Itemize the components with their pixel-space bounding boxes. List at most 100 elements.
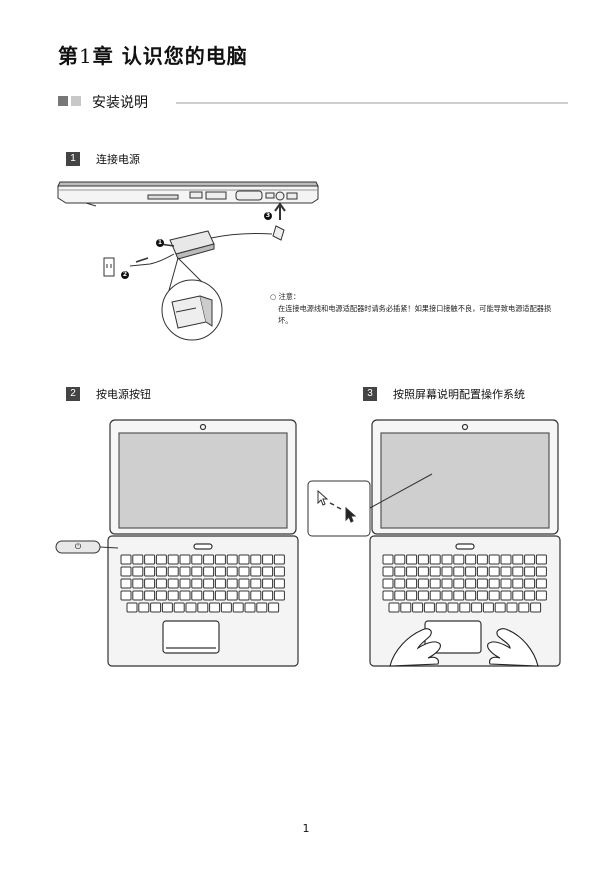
note-title: 注意： [278, 292, 301, 301]
keyboard-key [500, 578, 512, 589]
keyboard-key [238, 566, 250, 577]
keyboard-key [179, 590, 191, 601]
step-badge: 1 [66, 152, 80, 166]
keyboard-key [179, 578, 191, 589]
section-marker-dark [58, 96, 68, 106]
keyboard-key [144, 566, 156, 577]
keyboard-key [155, 554, 167, 565]
keyboard-key [441, 554, 453, 565]
keyboard-key [191, 590, 203, 601]
keyboard-key [482, 602, 494, 613]
keyboard-key [382, 578, 394, 589]
keyboard-key [406, 566, 418, 577]
keyboard-key [167, 590, 179, 601]
keyboard-key [471, 602, 483, 613]
keyboard-key [488, 578, 500, 589]
keyboard-key [273, 590, 285, 601]
keyboard-key [417, 578, 429, 589]
section-title: 安装说明 [92, 95, 148, 111]
keyboard-key [273, 554, 285, 565]
power-icon: ⏻ [74, 542, 82, 551]
keyboard-key [488, 590, 500, 601]
keyboard-key [476, 554, 488, 565]
keyboard-key [423, 602, 435, 613]
keyboard-key [494, 602, 506, 613]
keyboard-key [250, 590, 262, 601]
keyboard-key [400, 602, 412, 613]
keyboard-key [406, 578, 418, 589]
keyboard-key [191, 566, 203, 577]
keyboard-key [429, 554, 441, 565]
keyboard-key [191, 578, 203, 589]
note-bullet-icon: ○ [270, 292, 279, 301]
keyboard-key [250, 578, 262, 589]
keyboard-key [268, 602, 280, 613]
keyboard-key [429, 566, 441, 577]
keyboard-key [488, 554, 500, 565]
keyboard-key [273, 566, 285, 577]
keyboard-key [132, 554, 144, 565]
keyboard-key [203, 578, 215, 589]
keyboard-key [244, 602, 256, 613]
keyboard-key [167, 554, 179, 565]
keyboard-key [382, 566, 394, 577]
keyboard-key [209, 602, 221, 613]
keyboard-key [226, 578, 238, 589]
keyboard-key [250, 554, 262, 565]
laptop-setup-illustration [369, 419, 561, 667]
keyboard-key [132, 578, 144, 589]
keyboard-key [417, 566, 429, 577]
keyboard-key [441, 566, 453, 577]
keyboard-key [382, 590, 394, 601]
keyboard-key [512, 566, 524, 577]
keyboard-key [506, 602, 518, 613]
keyboard-key [238, 590, 250, 601]
keyboard-key [232, 602, 244, 613]
keyboard-key [203, 590, 215, 601]
keyboard-key [120, 554, 132, 565]
keyboard-key [214, 554, 226, 565]
keyboard-key [197, 602, 209, 613]
keyboard-key [167, 566, 179, 577]
keyboard-key [518, 602, 530, 613]
laptop-power-button-illustration [107, 419, 299, 667]
keyboard-key [138, 602, 150, 613]
step-label: 按电源按钮 [96, 388, 151, 401]
callout-1: 1 [157, 239, 163, 246]
keyboard-key [173, 602, 185, 613]
keyboard-key [530, 602, 542, 613]
keyboard-key [417, 590, 429, 601]
keyboard-key [132, 590, 144, 601]
keyboard-key [191, 554, 203, 565]
keyboard-key [226, 590, 238, 601]
keyboard-key [394, 578, 406, 589]
keyboard-key [214, 590, 226, 601]
keyboard-key [535, 578, 547, 589]
keyboard-key [453, 578, 465, 589]
keyboard-key [465, 566, 477, 577]
keyboard-key [465, 590, 477, 601]
keyboard-key [262, 566, 274, 577]
keyboard-key [203, 554, 215, 565]
keyboard-key [256, 602, 268, 613]
keyboard-key [406, 554, 418, 565]
keyboard-key [155, 566, 167, 577]
keyboard-key [459, 602, 471, 613]
keyboard-key [388, 602, 400, 613]
keyboard-key [412, 602, 424, 613]
keyboard-key [500, 554, 512, 565]
keyboard-key [203, 566, 215, 577]
keyboard-key [441, 590, 453, 601]
keyboard-key [453, 554, 465, 565]
keyboard-key [226, 566, 238, 577]
keyboard-key [512, 554, 524, 565]
keyboard-key [262, 590, 274, 601]
keyboard-key [500, 566, 512, 577]
keyboard-key [435, 602, 447, 613]
step-label: 连接电源 [96, 153, 140, 166]
keyboard-key [120, 578, 132, 589]
keyboard-key [238, 578, 250, 589]
keyboard-key [167, 578, 179, 589]
